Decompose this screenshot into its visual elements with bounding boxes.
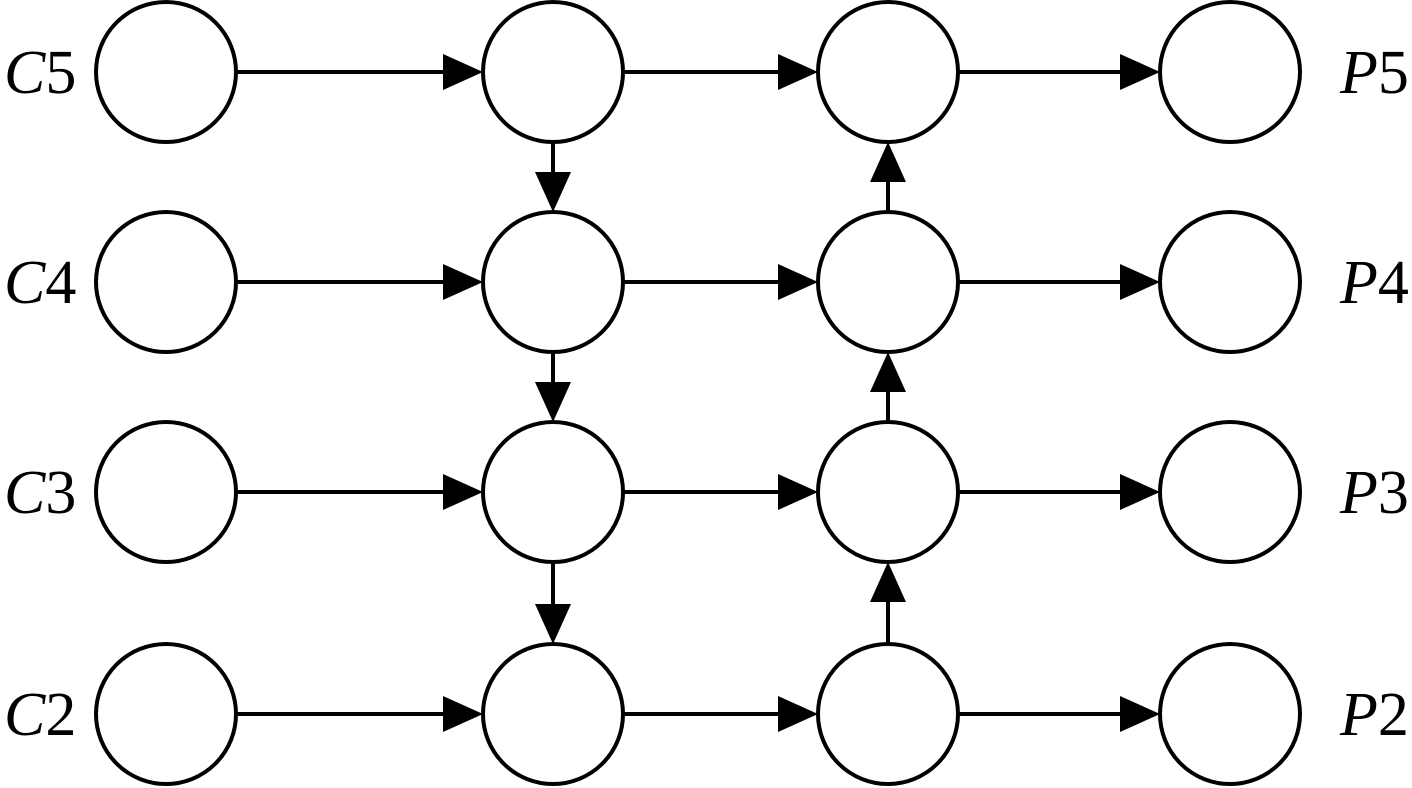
edge-lateral-7 [236, 474, 483, 510]
right-label-p3: P3 [1339, 459, 1409, 527]
edge-lateral-1 [236, 54, 483, 90]
edge-bottomup-16 [870, 562, 906, 644]
arrowhead-icon [870, 352, 906, 392]
left-label-c2: C2 [4, 681, 76, 749]
node-level3-col4 [1158, 420, 1302, 564]
node-level3-col1 [94, 420, 238, 564]
arrowhead-icon [870, 562, 906, 602]
right-label-p2: P2 [1339, 681, 1409, 749]
edge-topdown-15 [535, 562, 571, 644]
arrowhead-icon [443, 54, 483, 90]
node-level4-col1 [94, 210, 238, 354]
arrowhead-icon [778, 696, 818, 732]
node-level5-col2 [481, 0, 625, 144]
node-level3-col3 [816, 420, 960, 564]
edge-lateral-10 [236, 696, 483, 732]
arrowhead-icon [778, 264, 818, 300]
arrowhead-icon [778, 474, 818, 510]
node-level4-col2 [481, 210, 625, 354]
right-label-p5: P5 [1339, 39, 1409, 107]
node-level4-col4 [1158, 210, 1302, 354]
edge-lateral-6 [958, 264, 1160, 300]
left-label-c5: C5 [4, 39, 76, 107]
edge-lateral-2 [623, 54, 818, 90]
arrowhead-icon [535, 604, 571, 644]
arrowhead-icon [443, 696, 483, 732]
arrowhead-icon [870, 142, 906, 182]
labels-group: C5 C4 C3 C2 P5 P4 P3 P2 [4, 39, 1409, 749]
arrowhead-icon [535, 172, 571, 212]
arrowhead-icon [443, 474, 483, 510]
right-label-p4: P4 [1339, 249, 1409, 317]
node-level2-col3 [816, 642, 960, 786]
edge-lateral-12 [958, 696, 1160, 732]
node-level5-col1 [94, 0, 238, 144]
edge-lateral-3 [958, 54, 1160, 90]
node-level4-col3 [816, 210, 960, 354]
left-label-c4: C4 [4, 249, 76, 317]
edge-bottomup-17 [870, 352, 906, 422]
arrowhead-icon [1120, 474, 1160, 510]
left-label-c3: C3 [4, 459, 76, 527]
node-level2-col4 [1158, 642, 1302, 786]
arrowhead-icon [443, 264, 483, 300]
arrowhead-icon [1120, 696, 1160, 732]
edge-lateral-9 [958, 474, 1160, 510]
edge-lateral-8 [623, 474, 818, 510]
edge-lateral-4 [236, 264, 483, 300]
arrowhead-icon [1120, 264, 1160, 300]
edge-bottomup-18 [870, 142, 906, 212]
node-level5-col3 [816, 0, 960, 144]
edge-lateral-5 [623, 264, 818, 300]
edge-topdown-14 [535, 352, 571, 422]
node-level5-col4 [1158, 0, 1302, 144]
node-level3-col2 [481, 420, 625, 564]
node-level2-col2 [481, 642, 625, 786]
edges-group [236, 54, 1160, 732]
arrowhead-icon [1120, 54, 1160, 90]
nodes-group [94, 0, 1302, 786]
edge-lateral-11 [623, 696, 818, 732]
edge-topdown-13 [535, 142, 571, 212]
arrowhead-icon [535, 382, 571, 422]
arrowhead-icon [778, 54, 818, 90]
node-level2-col1 [94, 642, 238, 786]
